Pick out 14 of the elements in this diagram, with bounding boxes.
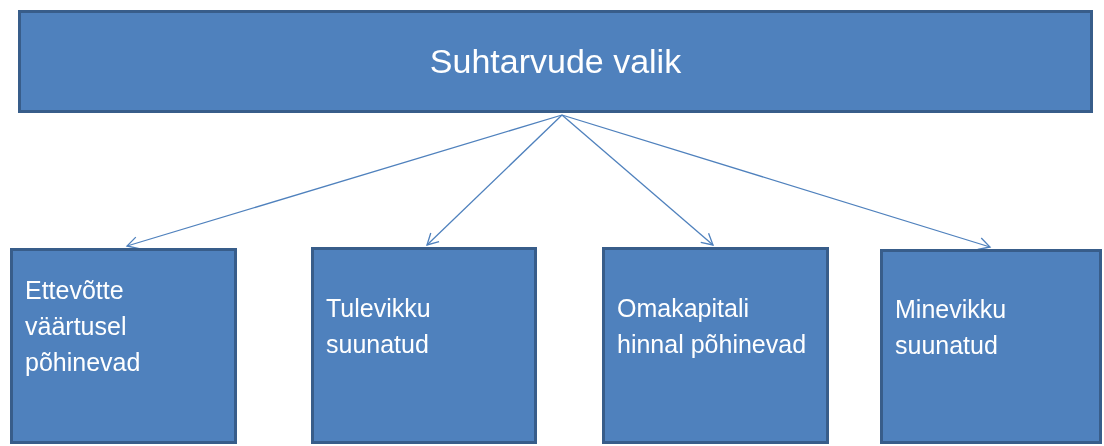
title-text: Suhtarvude valik [429, 41, 682, 83]
category-box [311, 247, 537, 444]
category-label: Ettevõtte väärtusel põhinevad [25, 275, 142, 378]
title-box [18, 10, 1093, 113]
arrow [561, 114, 714, 246]
category-label: Minevikku suunatud [895, 293, 1008, 361]
arrow [426, 114, 563, 246]
arrow [126, 114, 563, 250]
arrow [561, 114, 991, 251]
category-label: Tulevikku suunatud [326, 292, 432, 360]
category-box [10, 248, 237, 444]
category-box [602, 247, 829, 444]
category-box [880, 249, 1102, 444]
category-label: Omakapitali hinnal põhinevad [617, 292, 808, 360]
